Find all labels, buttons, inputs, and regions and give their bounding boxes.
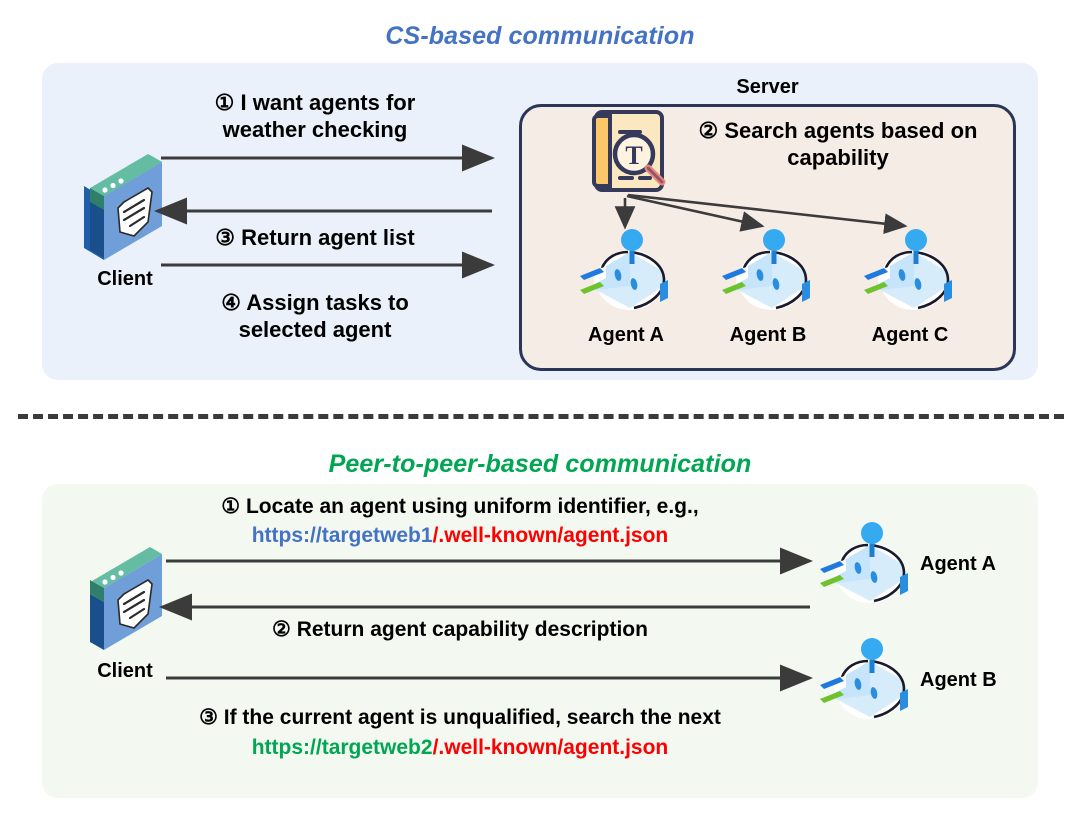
p2p-url-2: https://targetweb2/.well-known/agent.jso…	[150, 736, 770, 760]
cs-client-label: Client	[97, 268, 153, 290]
document-search-icon: T	[588, 108, 672, 194]
cs-message-step3: ③ Return agent list	[215, 225, 415, 250]
p2p-url-1-path: /.well-known/agent.json	[432, 524, 669, 547]
p2p-message-step1: ① Locate an agent using uniform identifi…	[221, 495, 699, 518]
p2p-url-1-host: https://targetweb1	[251, 524, 433, 547]
p2p-agent-a-label: Agent A	[920, 553, 996, 575]
server-label: Server	[736, 76, 799, 98]
cs-section-title: CS-based communication	[385, 22, 695, 50]
robot-agent-icon	[856, 228, 968, 320]
cs-agent-a-label: Agent A	[588, 324, 664, 346]
p2p-url-2-path: /.well-known/agent.json	[432, 736, 669, 759]
robot-agent-icon	[812, 521, 924, 613]
robot-agent-icon	[714, 228, 826, 320]
svg-text:T: T	[625, 141, 642, 170]
cs-message-step4: ④ Assign tasks to selected agent	[221, 290, 409, 342]
p2p-url-1: https://targetweb1/.well-known/agent.jso…	[150, 524, 770, 548]
section-divider	[18, 414, 1064, 419]
p2p-url-2-host: https://targetweb2	[251, 736, 433, 759]
cs-message-step1: ① I want agents for weather checking	[214, 90, 416, 142]
p2p-agent-b-label: Agent B	[920, 669, 997, 691]
p2p-message-step2: ② Return agent capability description	[272, 618, 648, 641]
cs-agent-b-label: Agent B	[729, 324, 807, 346]
p2p-client-label: Client	[97, 660, 153, 682]
client-browser-icon	[74, 152, 180, 264]
p2p-section-title: Peer-to-peer-based communication	[328, 450, 752, 478]
client-browser-icon	[74, 544, 180, 656]
cs-agent-c-label: Agent C	[871, 324, 949, 346]
robot-agent-icon	[572, 228, 684, 320]
cs-message-step2: ② Search agents based on capability	[698, 118, 978, 170]
p2p-message-step3: ③ If the current agent is unqualified, s…	[199, 706, 721, 729]
robot-agent-icon	[812, 637, 924, 729]
